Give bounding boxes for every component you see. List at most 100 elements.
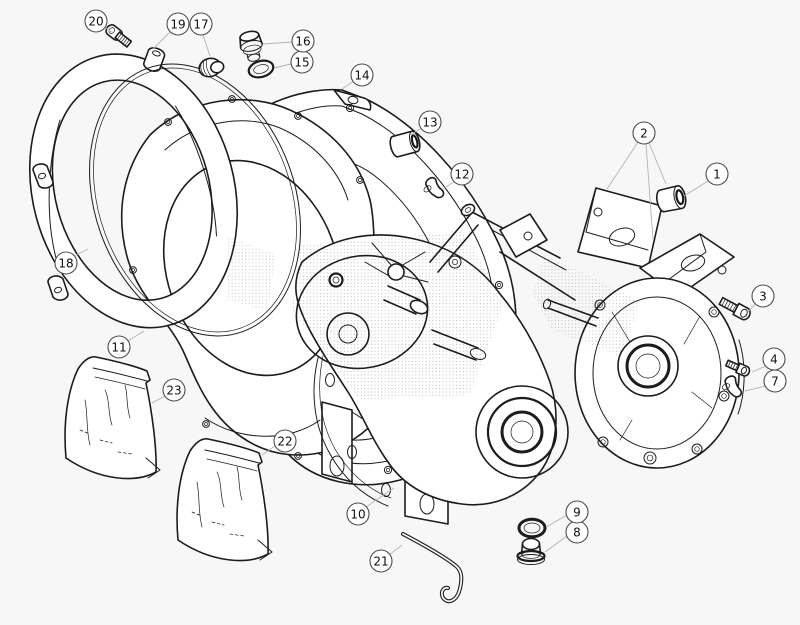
bushing-1	[656, 185, 687, 213]
callout-circle-9	[565, 500, 589, 524]
o-ring-9	[517, 517, 547, 539]
gasket-bag-23	[64, 356, 161, 480]
mount-leg-left	[321, 401, 353, 483]
callout-number-8: 8	[573, 526, 581, 540]
callout-15: 15	[290, 50, 314, 74]
callout-16: 16	[291, 29, 315, 53]
callout-circle-10	[346, 502, 370, 526]
leader-line-4	[751, 365, 767, 373]
callout-3: 3	[751, 284, 775, 308]
callout-circle-20	[84, 9, 108, 33]
leader-line-14	[341, 80, 355, 90]
callout-number-13: 13	[422, 116, 437, 130]
ring-tab-left	[32, 163, 54, 189]
callout-number-10: 10	[350, 508, 365, 522]
callout-number-20: 20	[88, 15, 103, 29]
cover14-ear	[333, 89, 372, 111]
callout-circle-23	[162, 378, 186, 402]
bolt-20	[105, 24, 133, 48]
retaining-wire-21	[401, 532, 464, 604]
callout-circle-17	[189, 12, 213, 36]
leader-lines	[73, 26, 767, 556]
callout-8: 8	[565, 520, 589, 544]
leader-line-13	[409, 127, 423, 136]
leader-line-1	[683, 180, 709, 197]
leader-line-2	[606, 141, 639, 190]
callout-number-21: 21	[373, 555, 388, 569]
callout-number-15: 15	[294, 56, 309, 70]
callout-9: 9	[565, 500, 589, 524]
callout-circle-13	[418, 110, 442, 134]
callout-22: 22	[273, 429, 297, 453]
leader-line-11	[127, 330, 145, 342]
leader-line-21	[388, 544, 403, 556]
callout-number-17: 17	[193, 18, 208, 32]
callout-18: 18	[54, 251, 78, 275]
clutch-bore	[475, 385, 569, 479]
crankcase-rear-details	[593, 207, 730, 465]
ring-tab-bottom	[47, 275, 69, 301]
callout-number-11: 11	[111, 341, 126, 355]
callout-number-7: 7	[771, 375, 779, 389]
callout-12: 12	[450, 162, 474, 186]
leader-line-2	[645, 143, 654, 240]
callout-circle-2	[632, 121, 656, 145]
leader-line-18	[73, 248, 89, 257]
crankcase-rear-rim-holes	[594, 299, 730, 465]
crankshaft-stub	[364, 242, 429, 315]
callout-2: 2	[632, 121, 656, 145]
callout-number-1: 1	[713, 168, 721, 182]
callout-10: 10	[346, 502, 370, 526]
callout-13: 13	[418, 110, 442, 134]
callout-circle-7	[763, 369, 787, 393]
elbow-fitting-12	[423, 176, 445, 199]
oil-plug-16	[239, 30, 263, 62]
callout-number-23: 23	[166, 384, 181, 398]
callout-7: 7	[763, 369, 787, 393]
seal-ring-15	[247, 59, 275, 79]
drain-plug-8	[516, 537, 546, 565]
leader-line-3	[747, 302, 757, 313]
leader-line-16	[262, 41, 293, 45]
callout-23: 23	[162, 378, 186, 402]
cover-ring	[28, 47, 238, 329]
gasket-bag-22	[176, 438, 273, 562]
callout-circle-3	[751, 284, 775, 308]
bushing-13	[389, 130, 421, 158]
leader-line-22	[261, 445, 276, 456]
callout-circle-19	[166, 12, 190, 36]
center-gasket	[313, 355, 392, 507]
callout-14: 14	[350, 63, 374, 87]
callout-circle-21	[369, 549, 393, 573]
callout-17: 17	[189, 12, 213, 36]
leader-line-8	[544, 535, 568, 553]
callout-number-3: 3	[759, 290, 767, 304]
callout-11: 11	[107, 335, 131, 359]
leader-line-23	[151, 395, 166, 404]
callout-number-18: 18	[58, 257, 73, 271]
callout-20: 20	[84, 9, 108, 33]
callout-number-19: 19	[170, 18, 185, 32]
leader-line-19	[152, 30, 172, 50]
leader-line-9	[545, 514, 568, 528]
callout-number-2: 2	[640, 127, 648, 141]
leader-line-7	[744, 385, 767, 392]
bolt-3	[718, 296, 751, 321]
callout-number-4: 4	[770, 353, 778, 367]
callout-circle-12	[450, 162, 474, 186]
stipple-shading	[226, 232, 640, 400]
callout-number-9: 9	[573, 506, 581, 520]
callout-circle-16	[291, 29, 315, 53]
callout-circle-22	[273, 429, 297, 453]
callout-1: 1	[705, 162, 729, 186]
oil-plug-17	[198, 57, 225, 78]
leader-line-10	[365, 487, 395, 508]
callout-number-22: 22	[277, 435, 292, 449]
callout-circle-1	[705, 162, 729, 186]
elbow-fitting-7	[721, 375, 743, 398]
leader-line-17	[202, 34, 211, 57]
leader-line-15	[273, 63, 292, 69]
